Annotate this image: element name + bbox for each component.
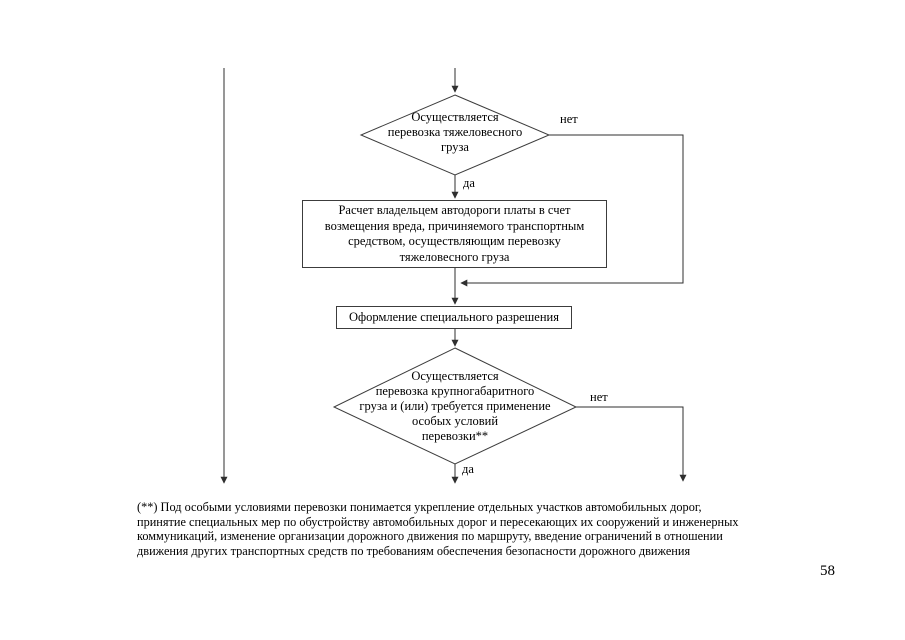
decision2-line: Осуществляется <box>411 369 499 383</box>
decision2-line: перевозки** <box>421 429 489 443</box>
special-permit-label: Оформление специального разрешения <box>349 309 559 324</box>
decision1-no-connector <box>460 134 684 287</box>
decision2-text: Осуществляется перевозка крупногабаритно… <box>339 369 571 444</box>
page-number: 58 <box>820 563 835 579</box>
decision1-line: груза <box>441 140 469 154</box>
special-permit-box: Оформление специального разрешения <box>336 306 572 329</box>
decision1-yes-label: да <box>463 176 475 190</box>
decision2-line: груза и (или) требуется применение <box>359 399 551 413</box>
decision1-line: Осуществляется <box>411 110 499 124</box>
decision1-no-label: нет <box>560 112 578 126</box>
footnote-line: принятие специальных мер по обустройству… <box>137 514 739 529</box>
decision1-line: перевозка тяжеловесного <box>387 125 523 139</box>
decision2-no-connector <box>576 406 687 482</box>
footnote-line: (**) Под особыми условиями перевозки пон… <box>137 500 702 514</box>
fee-calculation-line: средством, осуществляющим перевозку <box>348 234 561 248</box>
decision1-text: Осуществляется перевозка тяжеловесного г… <box>355 110 555 155</box>
decision2-line: перевозка крупногабаритного <box>375 384 535 398</box>
footnote-line: коммуникаций, изменение организации доро… <box>137 529 723 544</box>
decision2-line: особых условий <box>411 414 499 428</box>
decision2-yes-label: да <box>462 462 474 476</box>
footnote: (**) Под особыми условиями перевозки пон… <box>137 500 817 558</box>
decision2-no-label: нет <box>590 390 608 404</box>
fee-calculation-box: Расчет владельцем автодороги платы в сче… <box>302 200 607 268</box>
fee-calculation-line: Расчет владельцем автодороги платы в сче… <box>338 203 571 217</box>
footnote-line: движения других транспортных средств по … <box>137 543 691 558</box>
fee-calculation-line: возмещения вреда, причиняемого транспорт… <box>324 218 585 233</box>
fee-calculation-line: тяжеловесного груза <box>399 249 510 264</box>
